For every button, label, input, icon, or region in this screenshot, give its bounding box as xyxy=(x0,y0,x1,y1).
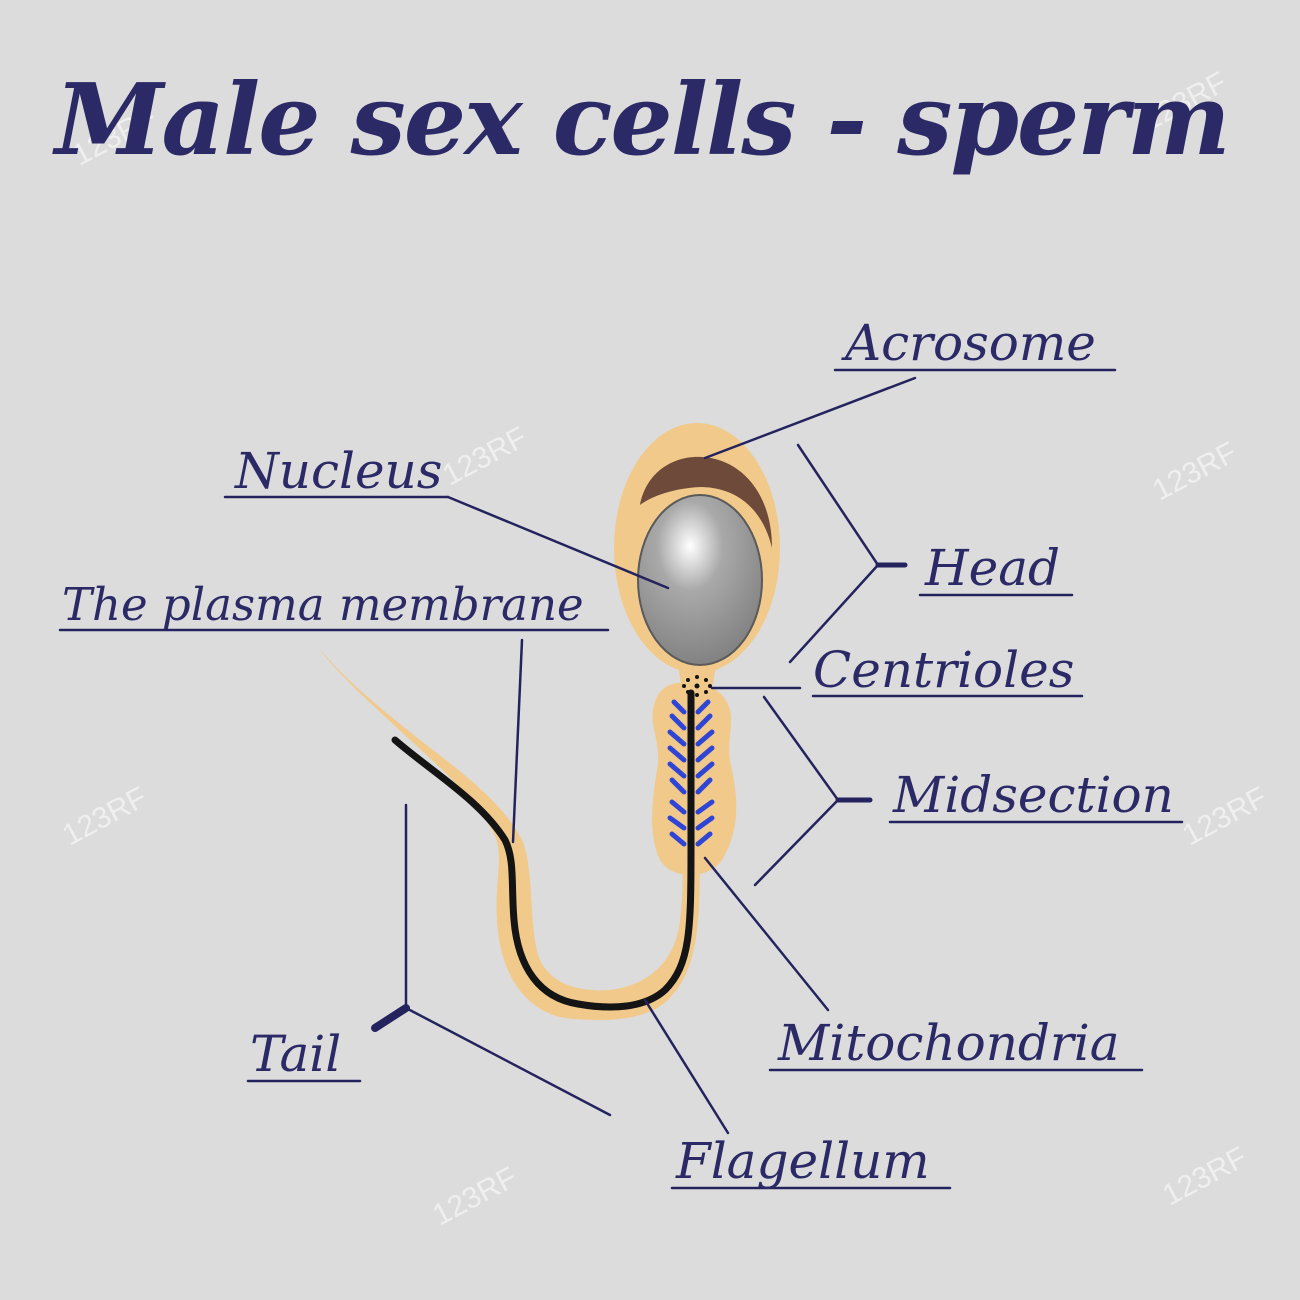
mitochondria-leader xyxy=(703,856,830,1012)
plasma-membrane-label: The plasma membrane xyxy=(62,578,584,631)
midsection-bracket xyxy=(753,695,840,887)
tail-bracket-arm xyxy=(371,1004,410,1032)
diagram-title: Male sex cells - sperm xyxy=(55,63,1231,178)
acrosome-label: Acrosome xyxy=(845,314,1096,372)
flagellum-leader xyxy=(643,998,730,1135)
flagellum-label: Flagellum xyxy=(676,1132,930,1190)
head-label: Head xyxy=(925,539,1061,597)
centriole-dots xyxy=(682,675,712,697)
tail-bracket-lower xyxy=(404,1006,612,1117)
nucleus-leader xyxy=(446,495,670,590)
tail-label: Tail xyxy=(250,1025,342,1083)
mitochondria-label: Mitochondria xyxy=(778,1014,1120,1072)
acrosome-leader xyxy=(703,376,917,460)
head-bracket xyxy=(788,443,880,664)
acrosome-cap xyxy=(640,456,772,548)
tail-membrane xyxy=(318,647,700,1021)
mitochondria-marks xyxy=(667,699,715,847)
flagellum-line xyxy=(391,689,695,1011)
midsection-label: Midsection xyxy=(893,766,1174,824)
centrioles-label: Centrioles xyxy=(813,641,1075,699)
nucleus-shape xyxy=(637,494,763,666)
leader-lines xyxy=(58,368,1184,1190)
nucleus-label: Nucleus xyxy=(235,442,443,500)
plasma-membrane-leader xyxy=(511,638,524,844)
